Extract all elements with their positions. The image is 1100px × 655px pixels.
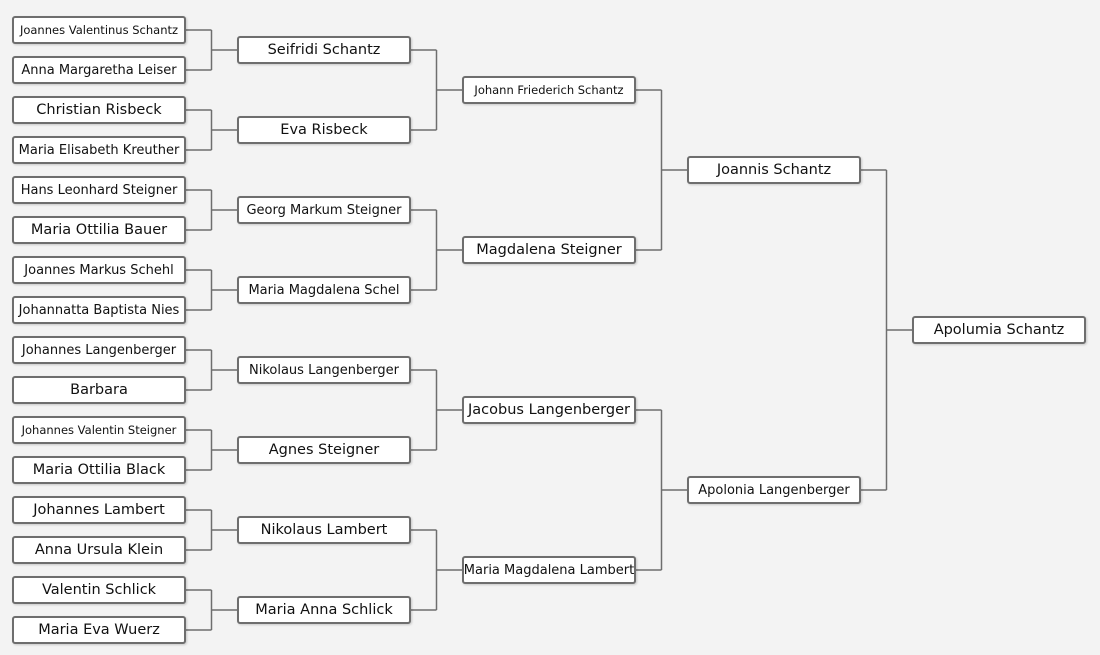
person-name: Nikolaus Lambert	[260, 522, 388, 538]
person-name: Joannes Valentinus Schantz	[19, 23, 179, 37]
person-name: Maria Elisabeth Kreuther	[18, 142, 180, 158]
person-name: Johannatta Baptista Nies	[18, 302, 180, 318]
person-box-christian-risbeck[interactable]: Christian Risbeck	[12, 96, 186, 124]
person-box-maria-elisabeth-kreuther[interactable]: Maria Elisabeth Kreuther	[12, 136, 186, 164]
person-name: Maria Magdalena Lambert	[463, 562, 635, 578]
person-name: Apolumia Schantz	[933, 322, 1065, 338]
person-name: Christian Risbeck	[36, 102, 162, 118]
person-name: Valentin Schlick	[41, 582, 157, 598]
person-box-joannes-valentinus-schantz[interactable]: Joannes Valentinus Schantz	[12, 16, 186, 44]
person-name: Georg Markum Steigner	[246, 202, 402, 218]
person-name: Maria Anna Schlick	[255, 602, 393, 618]
person-box-anna-ursula-klein[interactable]: Anna Ursula Klein	[12, 536, 186, 564]
person-box-seifridi-schantz[interactable]: Seifridi Schantz	[237, 36, 411, 64]
person-box-maria-anna-schlick[interactable]: Maria Anna Schlick	[237, 596, 411, 624]
person-name: Johannes Lambert	[33, 502, 165, 518]
person-box-agnes-steigner[interactable]: Agnes Steigner	[237, 436, 411, 464]
person-box-nikolaus-langenberger[interactable]: Nikolaus Langenberger	[237, 356, 411, 384]
person-box-nikolaus-lambert[interactable]: Nikolaus Lambert	[237, 516, 411, 544]
person-name: Anna Margaretha Leiser	[21, 62, 177, 78]
person-box-apolumia-schantz[interactable]: Apolumia Schantz	[912, 316, 1086, 344]
person-name: Maria Eva Wuerz	[38, 622, 160, 638]
person-box-magdalena-steigner[interactable]: Magdalena Steigner	[462, 236, 636, 264]
person-name: Maria Ottilia Black	[32, 462, 166, 478]
person-box-valentin-schlick[interactable]: Valentin Schlick	[12, 576, 186, 604]
person-box-georg-markum-steigner[interactable]: Georg Markum Steigner	[237, 196, 411, 224]
person-box-eva-risbeck[interactable]: Eva Risbeck	[237, 116, 411, 144]
person-name: Nikolaus Langenberger	[249, 362, 399, 378]
person-box-apolonia-langenberger[interactable]: Apolonia Langenberger	[687, 476, 861, 504]
person-box-johannes-langenberger[interactable]: Johannes Langenberger	[12, 336, 186, 364]
person-box-johann-friederich-schantz[interactable]: Johann Friederich Schantz	[462, 76, 636, 104]
person-box-jacobus-langenberger[interactable]: Jacobus Langenberger	[462, 396, 636, 424]
person-box-joannis-schantz[interactable]: Joannis Schantz	[687, 156, 861, 184]
person-name: Johannes Valentin Steigner	[21, 423, 177, 437]
person-box-anna-margaretha-leiser[interactable]: Anna Margaretha Leiser	[12, 56, 186, 84]
person-name: Joannis Schantz	[716, 162, 832, 178]
person-box-johannes-lambert[interactable]: Johannes Lambert	[12, 496, 186, 524]
person-name: Johannes Langenberger	[21, 342, 177, 358]
person-box-maria-magdalena-lambert[interactable]: Maria Magdalena Lambert	[462, 556, 636, 584]
person-name: Johann Friederich Schantz	[474, 83, 624, 97]
person-box-maria-eva-wuerz[interactable]: Maria Eva Wuerz	[12, 616, 186, 644]
person-box-hans-leonhard-steigner[interactable]: Hans Leonhard Steigner	[12, 176, 186, 204]
person-box-maria-magdalena-schel[interactable]: Maria Magdalena Schel	[237, 276, 411, 304]
person-name: Joannes Markus Schehl	[24, 262, 174, 278]
person-name: Eva Risbeck	[280, 122, 368, 138]
person-name: Anna Ursula Klein	[34, 542, 164, 558]
person-name: Maria Magdalena Schel	[248, 282, 400, 298]
person-box-barbara[interactable]: Barbara	[12, 376, 186, 404]
person-box-joannes-markus-schehl[interactable]: Joannes Markus Schehl	[12, 256, 186, 284]
person-name: Jacobus Langenberger	[468, 402, 630, 418]
person-box-johannes-valentin-steigner[interactable]: Johannes Valentin Steigner	[12, 416, 186, 444]
person-box-maria-ottilia-black[interactable]: Maria Ottilia Black	[12, 456, 186, 484]
person-box-johannatta-baptista-nies[interactable]: Johannatta Baptista Nies	[12, 296, 186, 324]
person-name: Barbara	[70, 382, 128, 398]
person-name: Hans Leonhard Steigner	[20, 182, 178, 198]
person-name: Maria Ottilia Bauer	[30, 222, 168, 238]
person-name: Agnes Steigner	[268, 442, 380, 458]
person-box-maria-ottilia-bauer[interactable]: Maria Ottilia Bauer	[12, 216, 186, 244]
person-name: Magdalena Steigner	[476, 242, 622, 258]
person-name: Apolonia Langenberger	[698, 482, 850, 498]
person-name: Seifridi Schantz	[267, 42, 381, 58]
